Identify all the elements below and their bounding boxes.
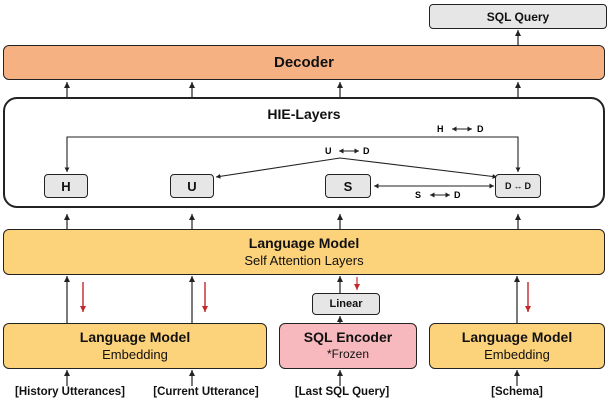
output-sql-query: SQL Query: [429, 4, 607, 29]
input-schema: [Schema]: [491, 386, 543, 398]
relation-ud-from: U: [325, 146, 332, 156]
lm-right-title: Language Model: [461, 329, 573, 345]
arrow-h-d-top: [64, 136, 521, 172]
decoder-label: Decoder: [273, 54, 335, 71]
lm-left-subtitle: Embedding: [102, 347, 168, 362]
sql-encoder-box: SQL Encoder *Frozen: [279, 323, 417, 369]
hie-node-u: U: [170, 174, 214, 198]
linear-box: Linear: [312, 293, 380, 315]
relation-hd-to: D: [477, 124, 484, 134]
hie-layers-box: HIE-Layers: [3, 97, 605, 208]
lm-right-subtitle: Embedding: [484, 347, 550, 362]
lm-top-subtitle: Self Attention Layers: [244, 253, 364, 268]
hie-node-h-label: H: [61, 178, 71, 194]
relation-sd-to: D: [454, 190, 461, 200]
input-history-utterances: [History Utterances]: [15, 386, 125, 398]
relation-sd-from: S: [415, 190, 421, 200]
hie-node-s-label: S: [343, 178, 353, 194]
relation-ud-to: D: [363, 146, 370, 156]
decoder-box: Decoder: [3, 45, 605, 80]
lm-embedding-right-box: Language Model Embedding: [429, 323, 605, 369]
output-label: SQL Query: [486, 9, 550, 24]
relation-hd-from: H: [437, 124, 444, 134]
lm-self-attention-box: Language Model Self Attention Layers: [3, 229, 605, 275]
sql-encoder-title: SQL Encoder: [303, 329, 393, 345]
lm-left-title: Language Model: [79, 329, 191, 345]
hie-node-d: D ↔ D: [495, 174, 541, 198]
input-last-sql-query: [Last SQL Query]: [294, 386, 390, 398]
hie-node-d-label: D: [505, 181, 512, 191]
linear-label: Linear: [329, 298, 363, 310]
hie-node-u-label: U: [187, 178, 197, 194]
lm-embedding-left-box: Language Model Embedding: [3, 323, 267, 369]
hie-node-d2-label: D: [524, 181, 532, 191]
sql-encoder-subtitle: *Frozen: [326, 347, 370, 361]
input-current-utterance: [Current Utterance]: [153, 386, 259, 398]
hie-node-h: H: [44, 174, 88, 198]
arrow-u-d: [215, 157, 498, 179]
lm-top-title: Language Model: [248, 235, 360, 251]
hie-title: HIE-Layers: [267, 106, 341, 122]
double-arrow-icon: ↔: [513, 181, 523, 191]
hie-node-s: S: [325, 174, 371, 198]
